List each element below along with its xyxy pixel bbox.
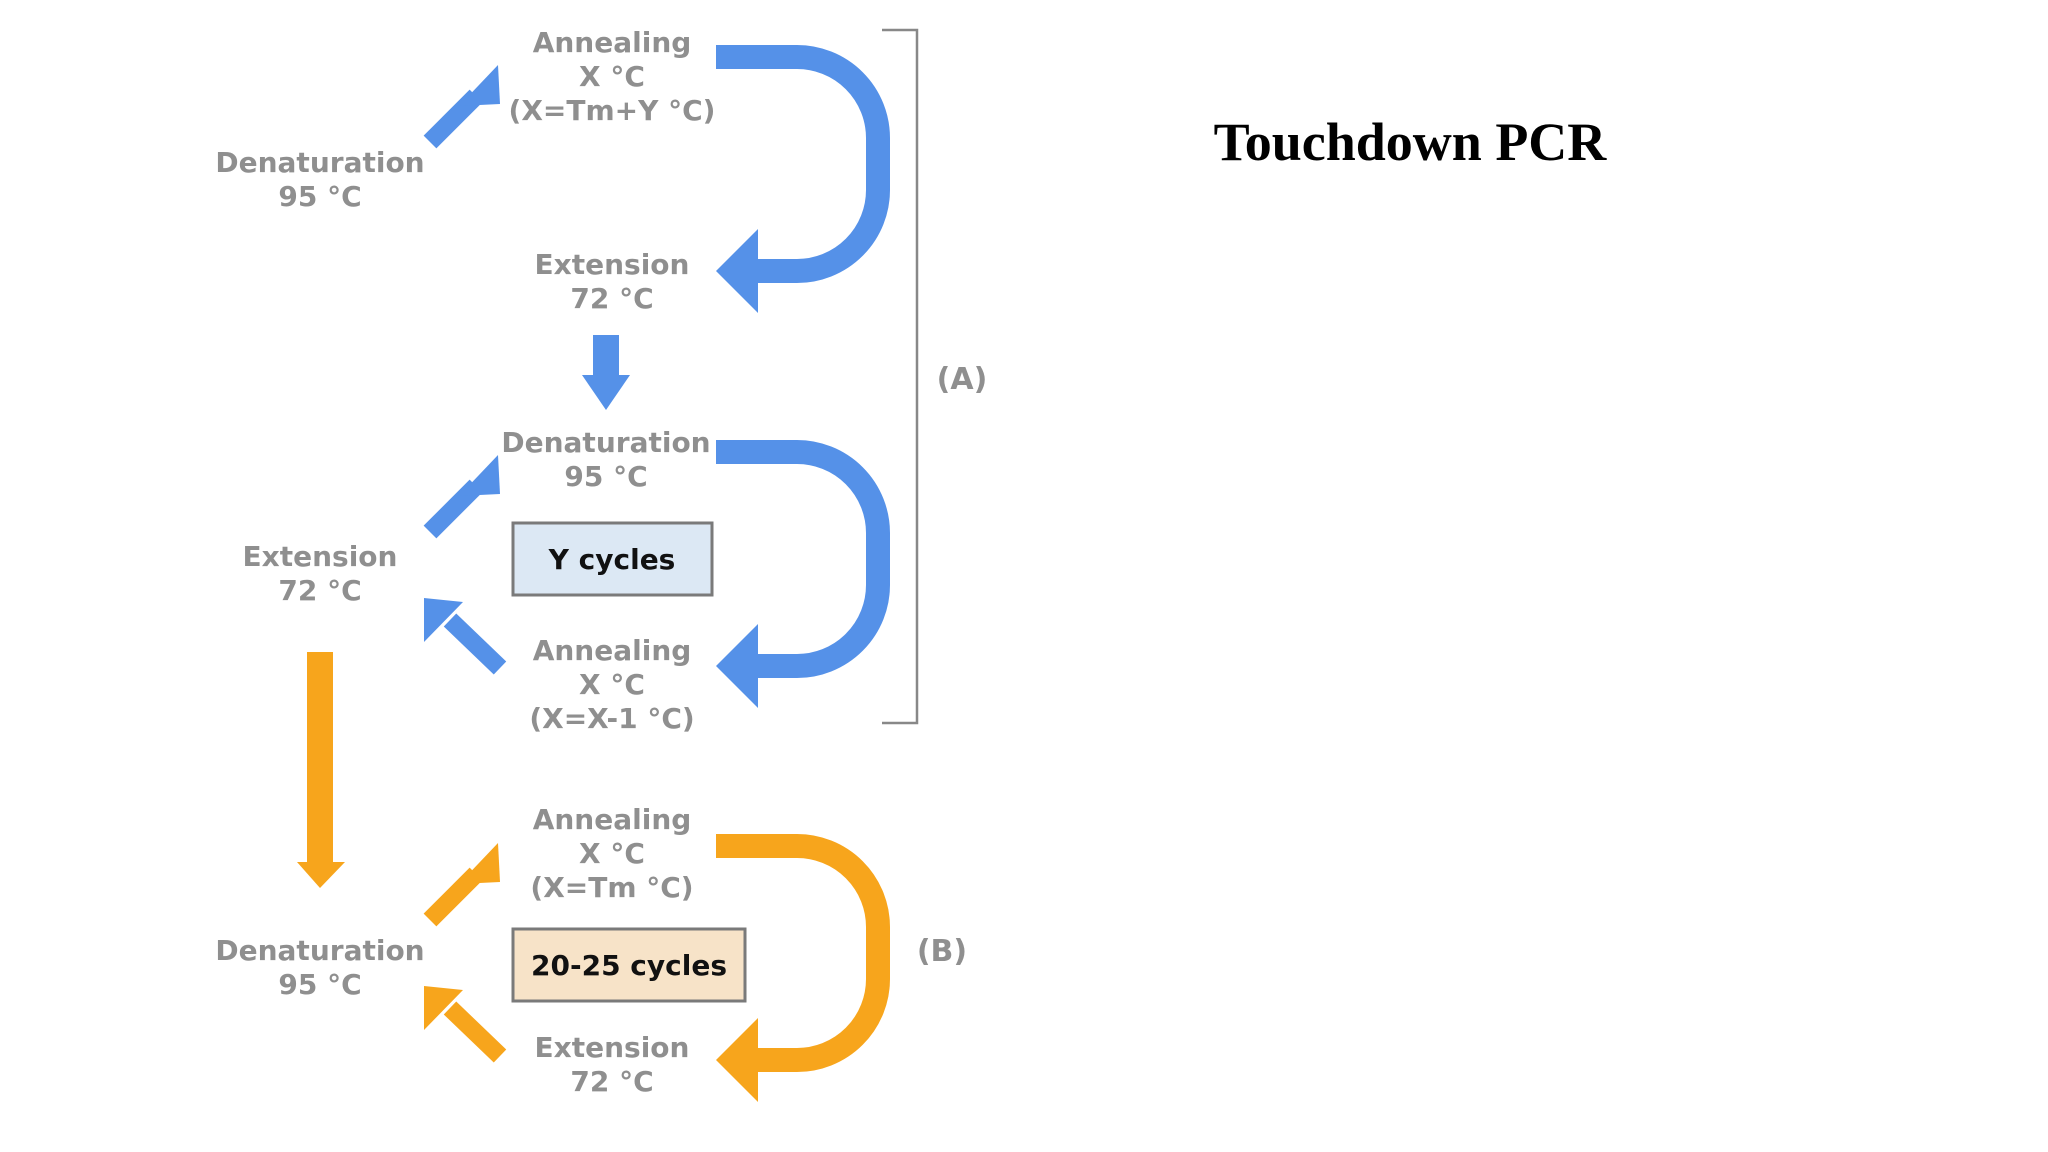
step-name: Extension [535, 1031, 690, 1064]
arrow-down-a [582, 335, 630, 410]
step-temp: 72 °C [278, 574, 361, 607]
step-formula: (X=Tm °C) [530, 871, 693, 904]
step-name: Annealing [533, 634, 692, 667]
curved-arrow-a2 [716, 440, 890, 708]
slide-title: Touchdown PCR [1214, 112, 1608, 172]
phase-b-denaturation: Denaturation 95 °C [215, 934, 424, 1001]
cycles-20-25-label: 20-25 cycles [531, 949, 727, 982]
arrow-up-right-a2 [423, 455, 500, 539]
step-formula: (X=X-1 °C) [529, 702, 694, 735]
phase-b-label: (B) [917, 934, 967, 969]
phase-a-initial-extension: Extension 72 °C [535, 248, 690, 315]
step-temp: 95 °C [564, 460, 647, 493]
phase-a-label: (A) [937, 362, 988, 397]
step-name: Denaturation [215, 934, 424, 967]
step-temp: X °C [579, 60, 645, 93]
step-temp: X °C [579, 668, 645, 701]
step-name: Annealing [533, 803, 692, 836]
arrow-up-left-a [424, 598, 507, 675]
step-name: Extension [243, 540, 398, 573]
arrow-down-b [297, 652, 345, 888]
step-temp: 95 °C [278, 968, 361, 1001]
phase-a-initial-annealing: Annealing X °C (X=Tm+Y °C) [509, 26, 716, 127]
curved-arrow-b [716, 834, 890, 1102]
arrow-up-right-a1 [423, 65, 500, 149]
phase-a-cycle-extension: Extension 72 °C [243, 540, 398, 607]
y-cycles-label: Y cycles [548, 543, 676, 576]
step-temp: X °C [579, 837, 645, 870]
phase-a-cycle-denaturation: Denaturation 95 °C [501, 426, 710, 493]
step-temp: 72 °C [570, 1065, 653, 1098]
phase-b-annealing: Annealing X °C (X=Tm °C) [530, 803, 693, 904]
arrow-up-left-b [424, 986, 507, 1063]
step-name: Extension [535, 248, 690, 281]
arrow-up-right-b [423, 843, 500, 927]
phase-a-bracket: (A) [882, 28, 988, 725]
curved-arrow-a1 [716, 45, 890, 313]
phase-b-extension: Extension 72 °C [535, 1031, 690, 1098]
step-name: Denaturation [215, 146, 424, 179]
phase-a-initial-denaturation: Denaturation 95 °C [215, 146, 424, 213]
y-cycles-box: Y cycles [511, 521, 714, 597]
step-name: Denaturation [501, 426, 710, 459]
step-name: Annealing [533, 26, 692, 59]
step-temp: 72 °C [570, 282, 653, 315]
phase-a-cycle-annealing: Annealing X °C (X=X-1 °C) [529, 634, 694, 735]
cycles-20-25-box: 20-25 cycles [511, 927, 747, 1003]
step-temp: 95 °C [278, 180, 361, 213]
step-formula: (X=Tm+Y °C) [509, 94, 716, 127]
